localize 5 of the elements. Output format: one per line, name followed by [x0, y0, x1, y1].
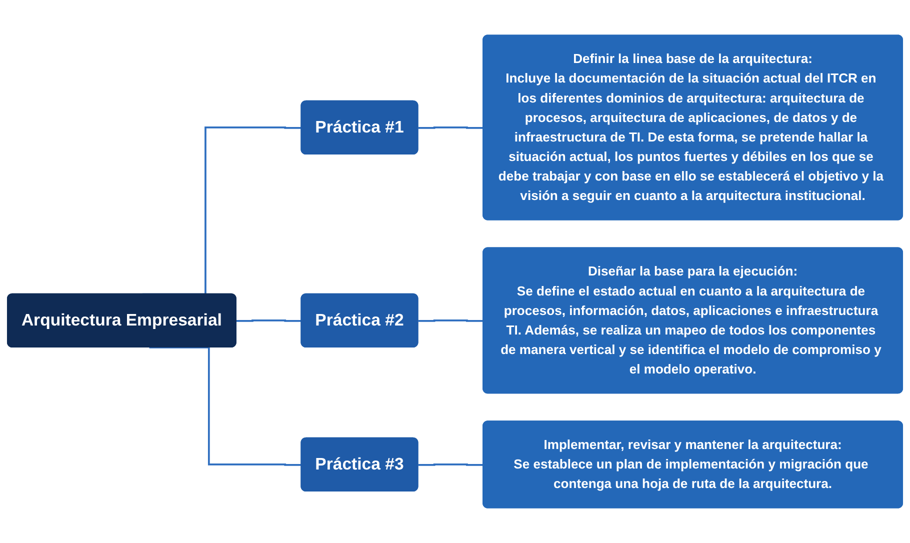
- connector: [236, 320, 302, 322]
- connector: [418, 320, 484, 322]
- connector: [149, 346, 302, 466]
- connector: [418, 464, 484, 466]
- connector: [418, 126, 484, 129]
